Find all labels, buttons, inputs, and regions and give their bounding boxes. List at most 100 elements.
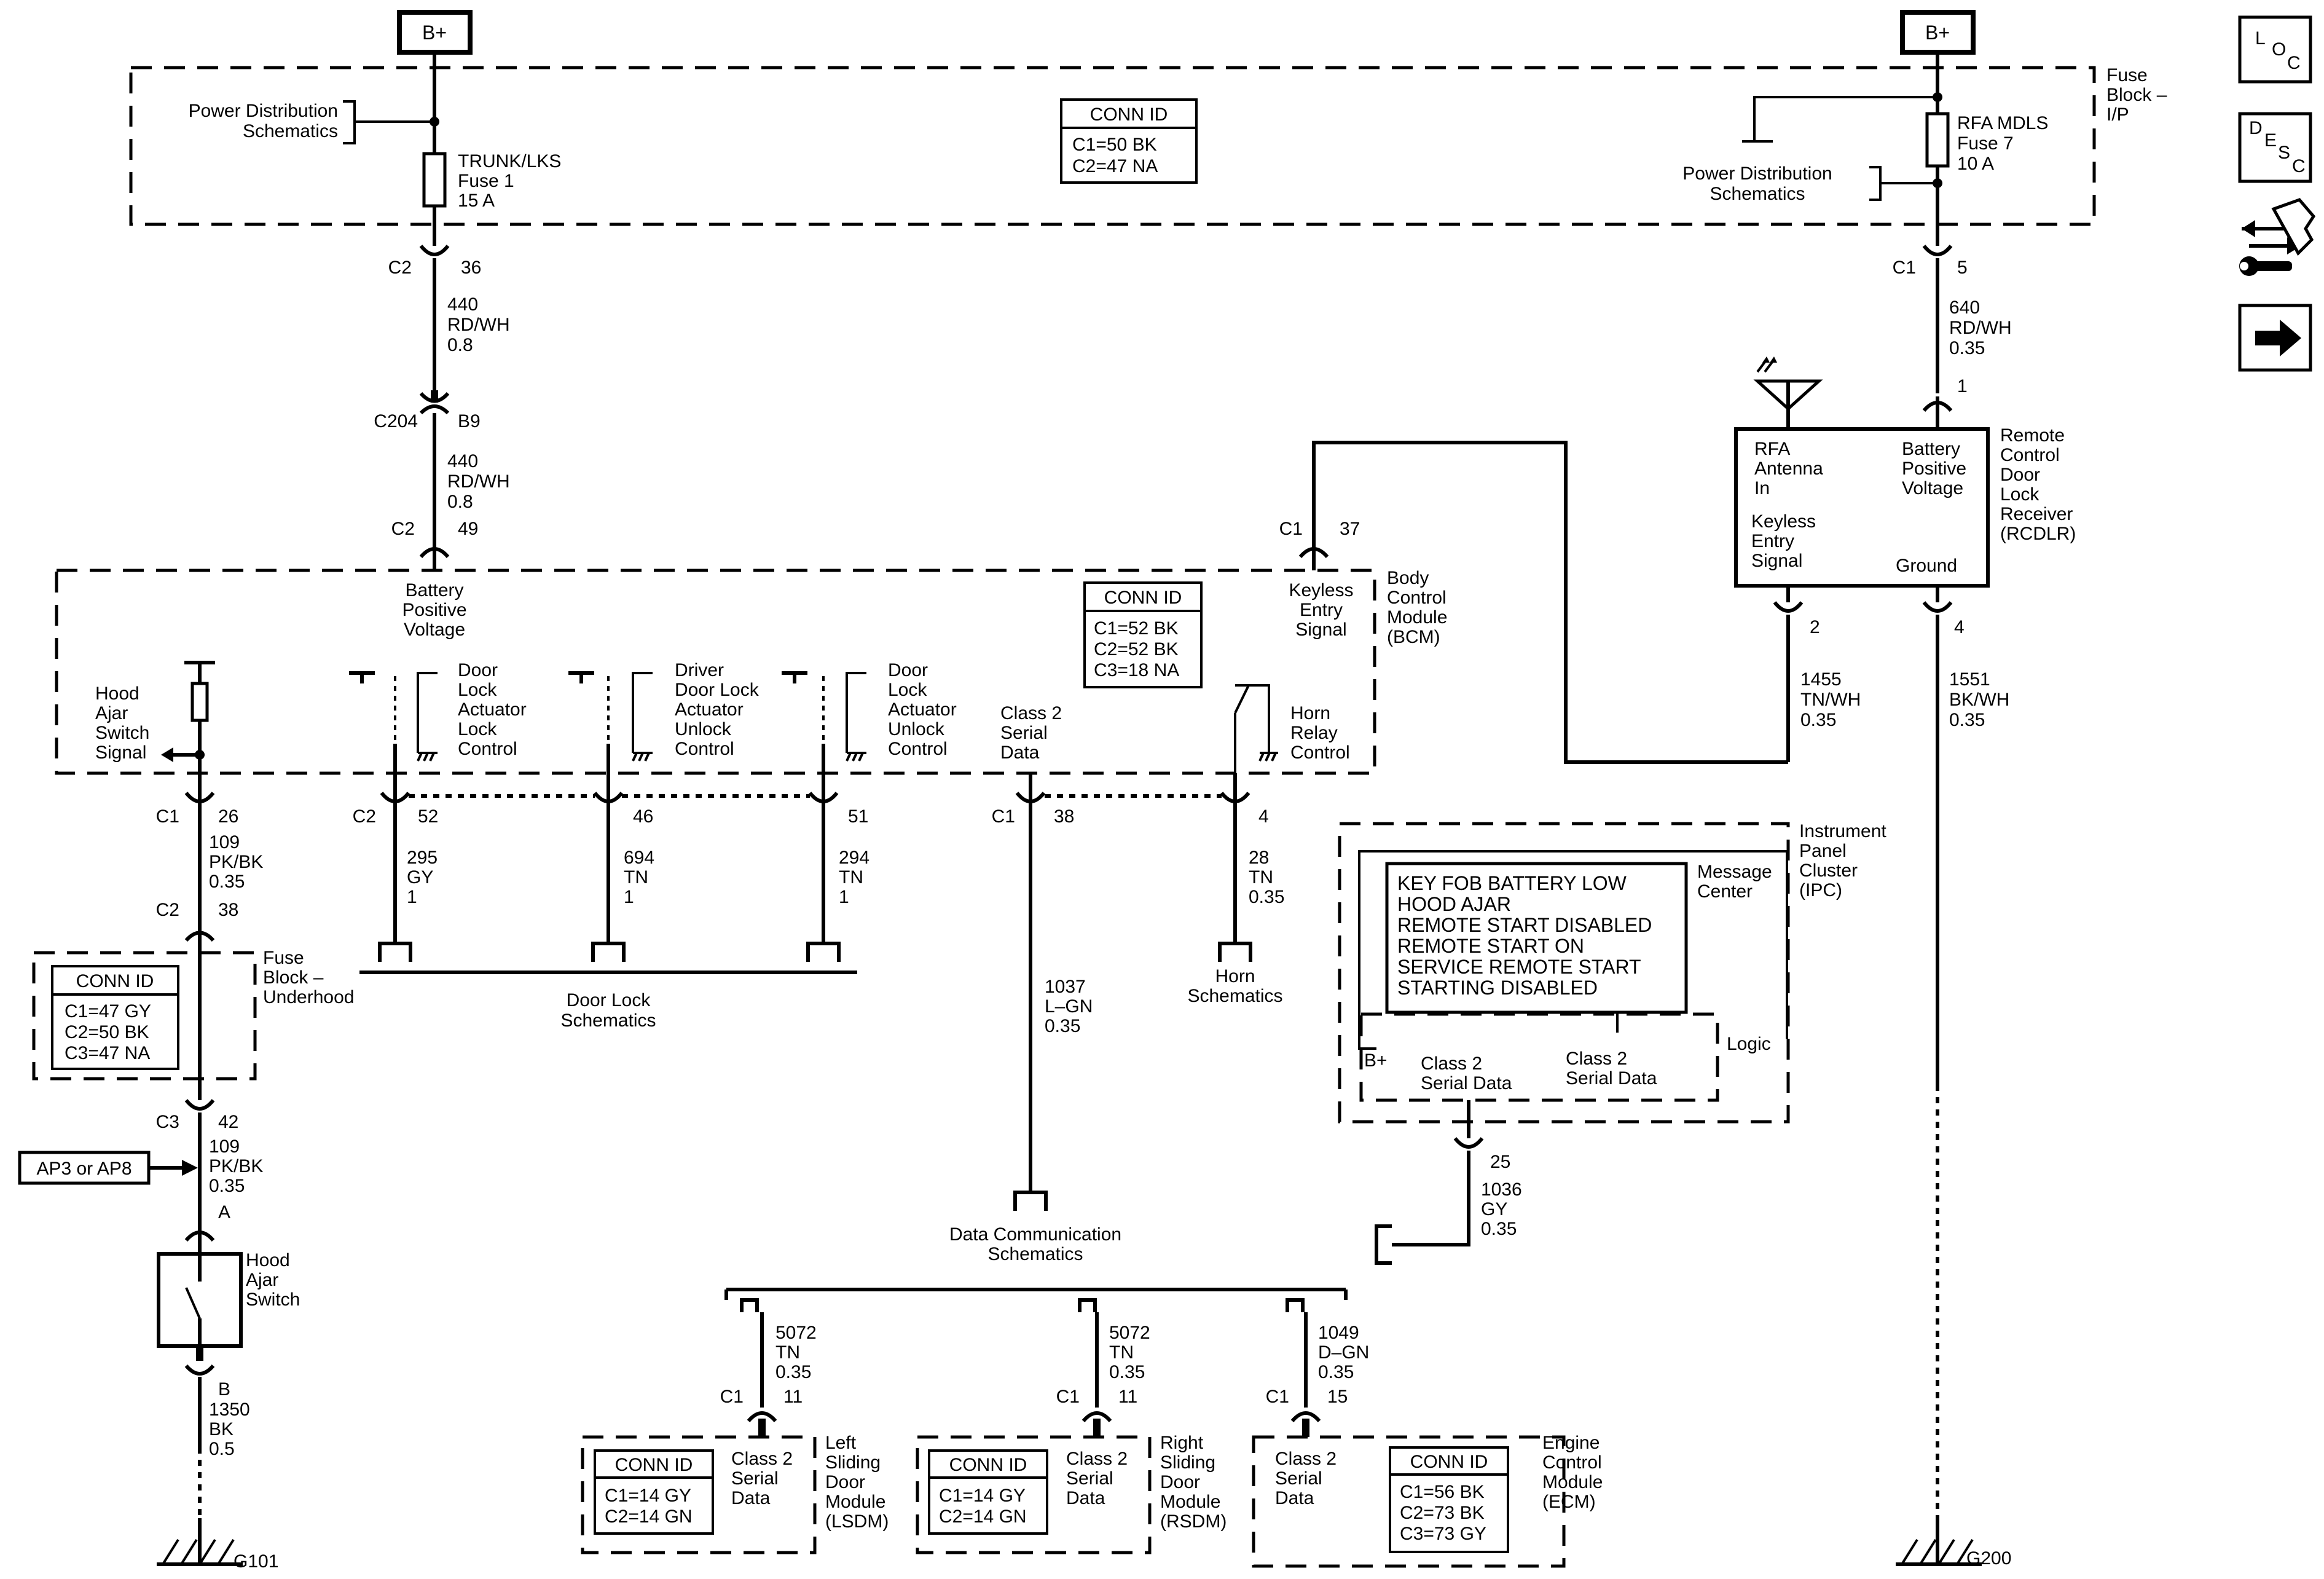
svg-text:C1=50 BK: C1=50 BK [1072, 135, 1157, 155]
svg-text:Underhood: Underhood [263, 987, 354, 1007]
svg-text:294: 294 [839, 848, 870, 868]
wire-294: 294 TN 1 [839, 848, 870, 907]
svg-text:1037: 1037 [1045, 977, 1086, 997]
fuse-block-underhood-title: Fuse Block – Underhood [263, 948, 354, 1007]
svg-text:Battery: Battery [405, 580, 463, 600]
power-distribution-left: Power Distribution Schematics [189, 100, 434, 144]
svg-text:RFA MDLS: RFA MDLS [1957, 113, 2048, 133]
svg-text:Block –: Block – [263, 967, 324, 988]
svg-text:Panel: Panel [1799, 841, 1847, 861]
bcm-title: Body Control Module (BCM) [1387, 568, 1447, 647]
loc-button[interactable]: L O C [2238, 15, 2312, 84]
svg-text:C1: C1 [1056, 1387, 1080, 1407]
svg-text:(BCM): (BCM) [1387, 627, 1440, 647]
svg-text:Block –: Block – [2106, 85, 2167, 105]
svg-text:0.35: 0.35 [1109, 1362, 1145, 1382]
rcdlr-battery-positive-label: Battery Positive Voltage [1902, 439, 1966, 498]
connector-tool-icon[interactable] [2239, 198, 2316, 276]
connector-c204-b9: C204 B9 [374, 390, 481, 541]
svg-text:G101: G101 [234, 1551, 278, 1572]
svg-text:51: 51 [848, 806, 868, 827]
connector-rcdlr-2: 2 [1773, 586, 1820, 762]
svg-text:Cluster: Cluster [1799, 860, 1858, 881]
message-center-display: KEY FOB BATTERY LOW HOOD AJAR REMOTE STA… [1385, 862, 1688, 1014]
rcdlr-keyless-entry-label: Keyless Entry Signal [1751, 511, 1816, 571]
svg-text:Hood: Hood [246, 1250, 290, 1270]
ecm-wire: 1049 D–GN 0.35 [1286, 1298, 1369, 1408]
svg-text:28: 28 [1249, 848, 1269, 868]
wire-109-upper: 109 PK/BK 0.35 [209, 832, 263, 892]
svg-text:Unlock: Unlock [888, 719, 945, 739]
wire-440-upper: 440 RD/WH 0.8 [447, 294, 510, 355]
svg-text:0.35: 0.35 [209, 872, 245, 892]
svg-text:694: 694 [624, 848, 654, 868]
svg-text:Power Distribution: Power Distribution [189, 101, 338, 121]
connector-hood-switch-a: A [184, 1202, 230, 1254]
wire-keyless-entry-route [1312, 441, 1788, 764]
svg-text:Door: Door [888, 660, 928, 680]
fuse7-symbol [1925, 112, 1950, 168]
svg-text:C1: C1 [156, 806, 179, 827]
svg-text:0.35: 0.35 [1318, 1362, 1354, 1382]
connector-c2-36: C2 36 [388, 245, 481, 393]
svg-text:Keyless: Keyless [1751, 511, 1816, 532]
b-plus-right: B+ [1900, 10, 1976, 55]
svg-text:C2: C2 [353, 806, 376, 827]
power-distribution-right: Power Distribution Schematics [1682, 92, 1942, 204]
svg-text:Serial Data: Serial Data [1566, 1068, 1657, 1089]
conn-id-bcm: CONN ID C1=52 BK C2=52 BK C3=18 NA [1083, 581, 1203, 688]
svg-text:PK/BK: PK/BK [209, 1156, 263, 1176]
data-communication-ref: Data Communication Schematics [724, 1191, 1348, 1300]
svg-text:Signal: Signal [95, 742, 146, 763]
svg-text:TN: TN [1249, 867, 1273, 888]
svg-text:52: 52 [418, 806, 438, 827]
svg-text:Serial: Serial [1275, 1468, 1322, 1489]
svg-text:Class 2: Class 2 [1066, 1449, 1128, 1469]
wire-295: 295 GY 1 [407, 848, 438, 907]
conn-id-lsdm: CONN ID C1=14 GY C2=14 GN [594, 1449, 714, 1535]
svg-text:0.35: 0.35 [1949, 338, 1985, 358]
svg-text:109: 109 [209, 1136, 240, 1157]
svg-text:1: 1 [1957, 376, 1968, 396]
svg-text:Door: Door [825, 1472, 865, 1492]
rcdlr-antenna-in-label: RFA Antenna In [1754, 439, 1823, 498]
svg-text:CONN ID: CONN ID [1410, 1452, 1488, 1472]
connector-lsdm-c1-11: C1 11 [720, 1387, 803, 1437]
svg-text:1: 1 [839, 887, 849, 907]
svg-text:26: 26 [218, 806, 238, 827]
svg-text:4: 4 [1258, 806, 1269, 827]
svg-text:0.35: 0.35 [1045, 1016, 1080, 1036]
svg-text:Receiver: Receiver [2000, 504, 2073, 524]
lsdm-title: Left Sliding Door Module (LSDM) [825, 1433, 889, 1532]
svg-text:5072: 5072 [1109, 1323, 1150, 1343]
fuse-block-ip-title: Fuse Block – I/P [2106, 65, 2167, 125]
svg-text:0.35: 0.35 [1481, 1219, 1517, 1239]
svg-text:C1=47 GY: C1=47 GY [65, 1001, 151, 1022]
svg-text:Voltage: Voltage [404, 620, 465, 640]
svg-text:Voltage: Voltage [1902, 478, 1963, 498]
svg-text:Entry: Entry [1300, 600, 1343, 620]
svg-text:49: 49 [458, 519, 478, 539]
desc-button[interactable]: D E S C [2238, 112, 2312, 183]
antenna-icon [1753, 356, 1823, 429]
svg-text:(RSDM): (RSDM) [1160, 1511, 1227, 1532]
svg-text:109: 109 [209, 832, 240, 853]
svg-text:B: B [218, 1379, 230, 1400]
rcdlr-ground-label: Ground [1896, 556, 1957, 576]
svg-text:Class 2: Class 2 [1566, 1049, 1627, 1069]
svg-text:AP3 or AP8: AP3 or AP8 [36, 1159, 132, 1179]
svg-text:Sliding: Sliding [825, 1452, 881, 1473]
connector-c1-26: C1 26 [156, 792, 238, 925]
svg-text:10 A: 10 A [1957, 154, 1994, 174]
ground-g101-icon: G101 [157, 1518, 278, 1572]
svg-text:Class 2: Class 2 [731, 1449, 793, 1469]
ecm-class2-label: Class 2 Serial Data [1275, 1449, 1337, 1508]
svg-text:295: 295 [407, 848, 438, 868]
svg-text:C3=18 NA: C3=18 NA [1094, 660, 1179, 680]
next-arrow-button[interactable] [2238, 304, 2312, 372]
svg-text:0.35: 0.35 [1949, 710, 1985, 730]
rsdm-class2-label: Class 2 Serial Data [1066, 1449, 1128, 1508]
svg-text:CONN ID: CONN ID [615, 1455, 693, 1475]
svg-text:Remote: Remote [2000, 425, 2065, 446]
svg-text:C: C [2287, 53, 2301, 73]
